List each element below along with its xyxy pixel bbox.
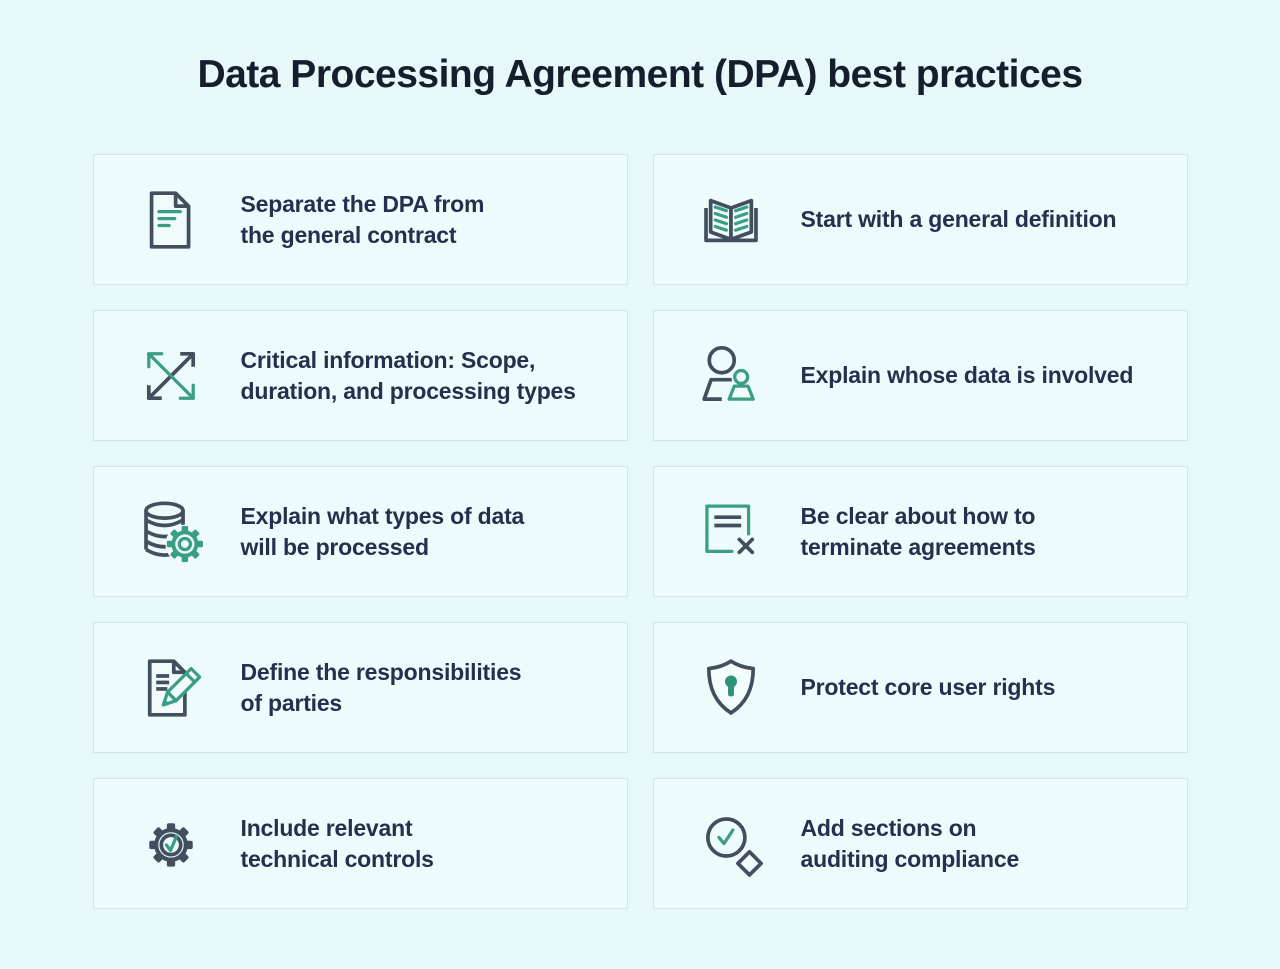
open-book-icon: [692, 183, 770, 257]
card-label: Protect core user rights: [800, 674, 1056, 701]
card-label: Explain whose data is involved: [800, 362, 1134, 389]
card-user-rights: Protect core user rights: [652, 622, 1188, 754]
card-label: Separate the DPA from the general contra…: [240, 190, 485, 248]
card-label: Explain what types of data will be proce…: [240, 502, 525, 560]
card-label: Define the responsibilities of parties: [240, 658, 522, 716]
document-lines-icon: [132, 183, 210, 257]
card-label: Include relevant technical controls: [240, 814, 434, 872]
expand-arrows-icon: [132, 339, 210, 413]
document-cancel-icon: [692, 495, 770, 569]
card-separate-dpa: Separate the DPA from the general contra…: [92, 154, 628, 286]
gear-check-icon: [132, 807, 210, 881]
card-label: Add sections on auditing compliance: [800, 814, 1020, 872]
magnifier-check-icon: [692, 807, 770, 881]
cards-grid: Separate the DPA from the general contra…: [92, 154, 1188, 910]
card-critical-information: Critical information: Scope, duration, a…: [92, 310, 628, 442]
card-general-definition: Start with a general definition: [652, 154, 1188, 286]
card-label: Be clear about how to terminate agreemen…: [800, 502, 1036, 560]
database-gear-icon: [132, 495, 210, 569]
card-responsibilities: Define the responsibilities of parties: [92, 622, 628, 754]
card-label: Critical information: Scope, duration, a…: [240, 346, 576, 404]
card-auditing-compliance: Add sections on auditing compliance: [652, 778, 1188, 910]
page-title: Data Processing Agreement (DPA) best pra…: [197, 53, 1083, 96]
card-technical-controls: Include relevant technical controls: [92, 778, 628, 910]
shield-keyhole-icon: [692, 651, 770, 725]
card-whose-data: Explain whose data is involved: [652, 310, 1188, 442]
people-icon: [692, 339, 770, 413]
document-pencil-icon: [132, 651, 210, 725]
card-types-of-data: Explain what types of data will be proce…: [92, 466, 628, 598]
card-terminate-agreements: Be clear about how to terminate agreemen…: [652, 466, 1188, 598]
card-label: Start with a general definition: [800, 206, 1117, 233]
